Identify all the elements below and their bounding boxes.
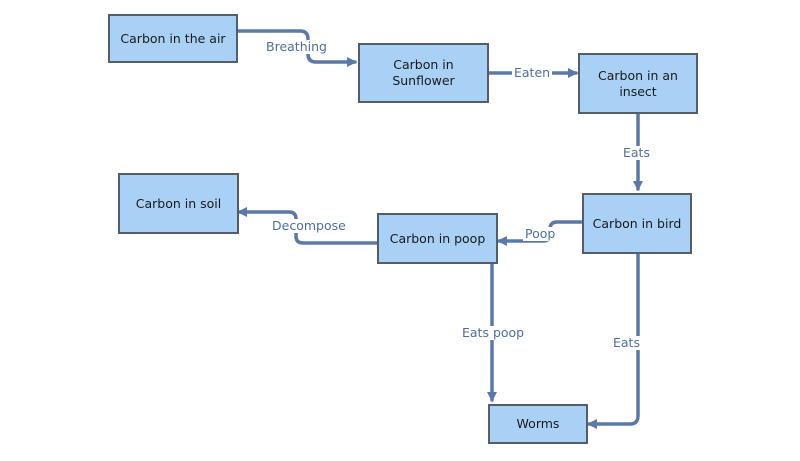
edge-label-breathing: Breathing bbox=[264, 39, 329, 54]
edge-label-eats-poop: Eats poop bbox=[460, 325, 527, 340]
node-carbon-in-sunflower: Carbon in Sunflower bbox=[358, 43, 489, 103]
node-carbon-in-insect: Carbon in an insect bbox=[578, 53, 698, 114]
edge-label-eats-bird: Eats bbox=[611, 335, 642, 350]
node-worms: Worms bbox=[488, 404, 588, 444]
node-carbon-in-air: Carbon in the air bbox=[108, 14, 238, 63]
arrow-bird-to-worms bbox=[587, 252, 640, 429]
edge-label-poop: Poop bbox=[523, 226, 558, 241]
edge-label-eaten: Eaten bbox=[512, 65, 553, 80]
edge-label-eats-insect: Eats bbox=[621, 145, 652, 160]
node-carbon-in-bird: Carbon in bird bbox=[582, 193, 692, 254]
node-carbon-in-poop: Carbon in poop bbox=[377, 213, 498, 264]
node-carbon-in-soil: Carbon in soil bbox=[118, 173, 239, 234]
edge-label-decompose: Decompose bbox=[270, 218, 348, 233]
